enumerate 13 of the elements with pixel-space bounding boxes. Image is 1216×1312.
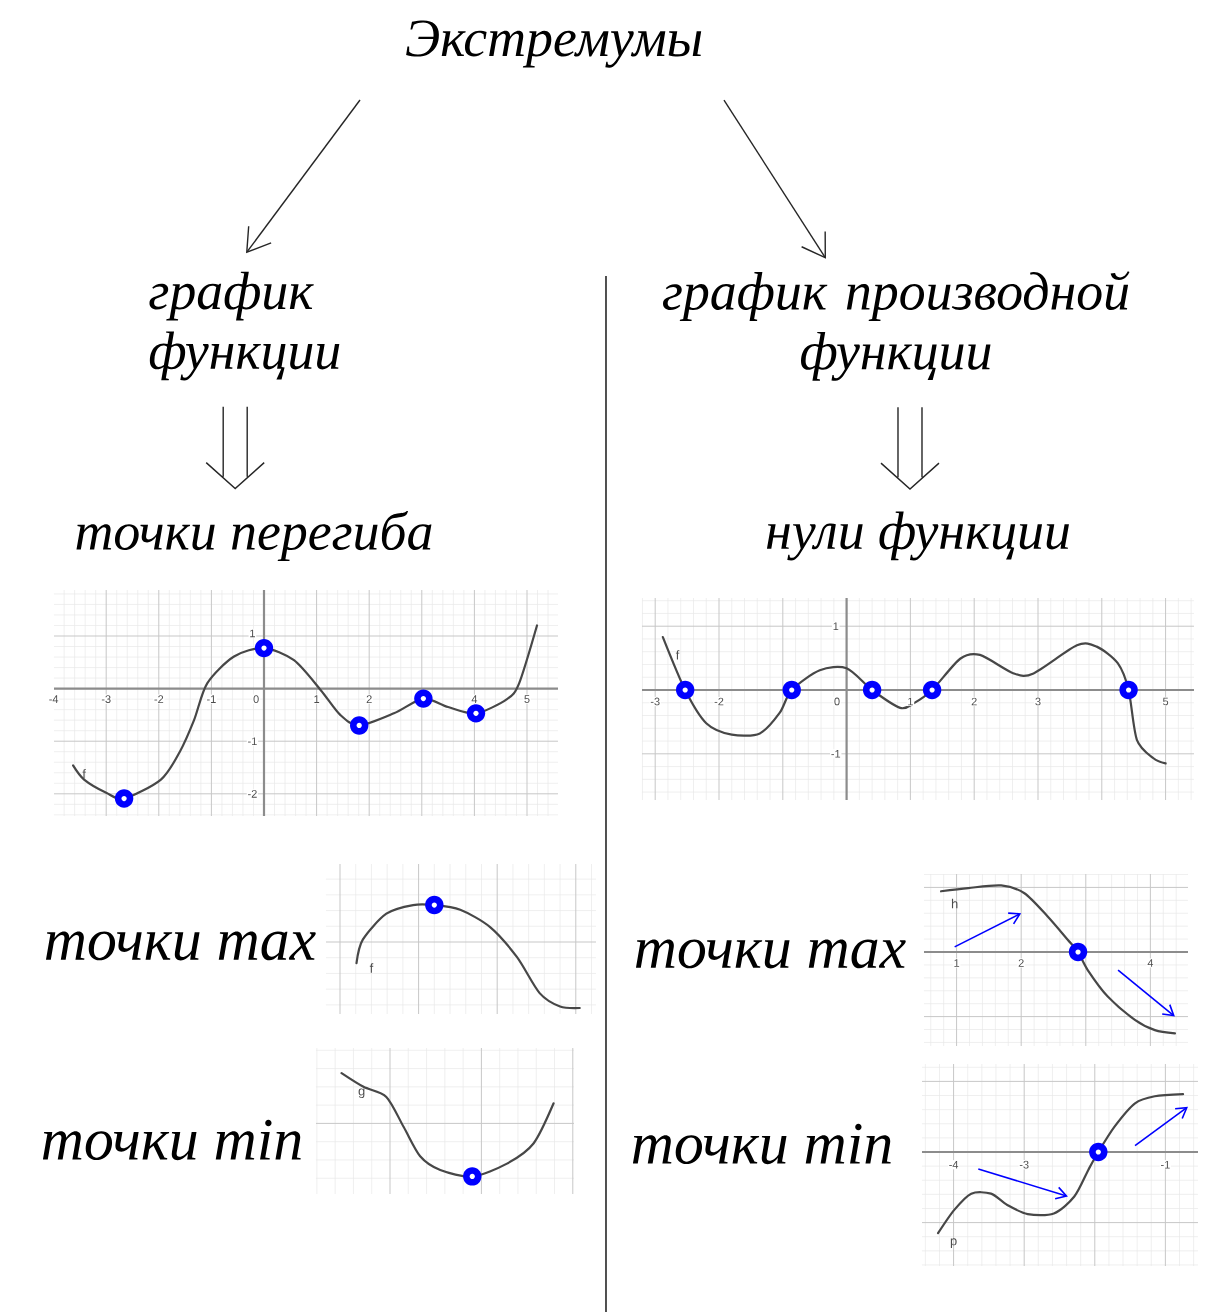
result-text: точки перегиба xyxy=(76,511,432,561)
arrow xyxy=(723,99,826,259)
row-label: точки min xyxy=(632,1123,891,1165)
double-arrow xyxy=(880,406,940,491)
title-text: Экстремумы xyxy=(406,20,702,68)
row-label: точки max xyxy=(635,939,906,969)
row-label: точки min xyxy=(42,1119,301,1161)
row-label: точки max xyxy=(45,931,316,961)
result-text: нули функции xyxy=(766,511,1069,561)
arrow xyxy=(246,99,361,254)
double-arrow xyxy=(205,406,265,490)
category-text: график производной функции xyxy=(663,271,1130,381)
category-text: график функции xyxy=(149,271,340,381)
